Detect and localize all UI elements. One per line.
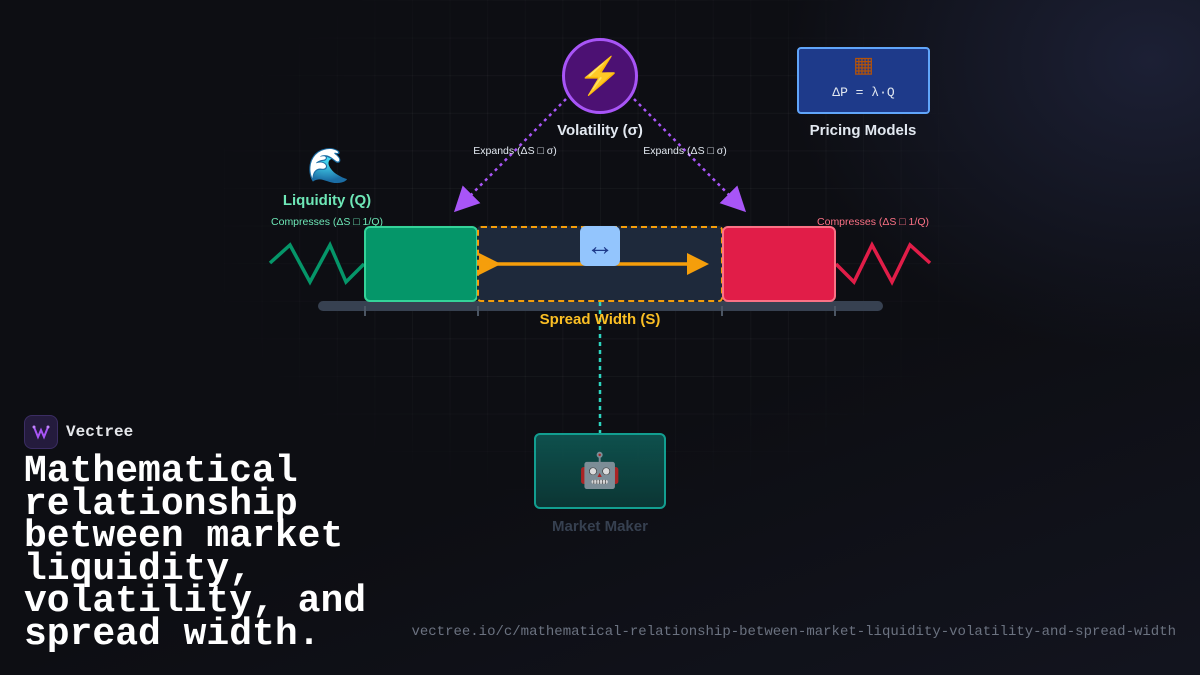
left-right-arrow-icon: ↔ — [580, 226, 620, 266]
ask-block — [722, 226, 836, 302]
liquidity-label: Liquidity (Q) — [282, 192, 372, 209]
spread-width-label: Spread Width (S) — [539, 311, 661, 328]
ask-zigzag-line — [834, 241, 932, 286]
volatility-label: Volatility (σ) — [557, 122, 643, 139]
bid-block — [364, 226, 478, 302]
market-maker-label: Market Maker — [552, 518, 648, 535]
pricing-models-node: ▦ ΔP = λ·Q — [797, 47, 930, 114]
robot-icon: 🤖 — [578, 452, 622, 490]
pricing-formula: ΔP = λ·Q — [832, 85, 895, 100]
expand-right-label: Expands (ΔS □ σ) — [643, 145, 727, 157]
liquidity-effect-label: Compresses (ΔS □ 1/Q) — [271, 216, 383, 228]
vectree-logo-icon — [24, 415, 58, 449]
wave-icon: 🌊 — [307, 147, 350, 185]
volatility-node: ⚡ — [562, 38, 638, 114]
brand-name: Vectree — [66, 423, 134, 441]
page-url: vectree.io/c/mathematical-relationship-b… — [411, 624, 1176, 640]
expand-left-label: Expands (ΔS □ σ) — [473, 145, 557, 157]
market-maker-node: 🤖 — [534, 433, 666, 509]
page-title: Mathematical relationship between market… — [24, 450, 367, 656]
bid-zigzag-line — [268, 240, 366, 286]
ask-effect-label: Compresses (ΔS □ 1/Q) — [817, 216, 929, 228]
brand: Vectree — [24, 415, 133, 449]
pricing-models-label: Pricing Models — [809, 122, 917, 139]
abacus-icon: ▦ — [853, 52, 874, 77]
lightning-bolt-icon: ⚡ — [577, 55, 623, 96]
